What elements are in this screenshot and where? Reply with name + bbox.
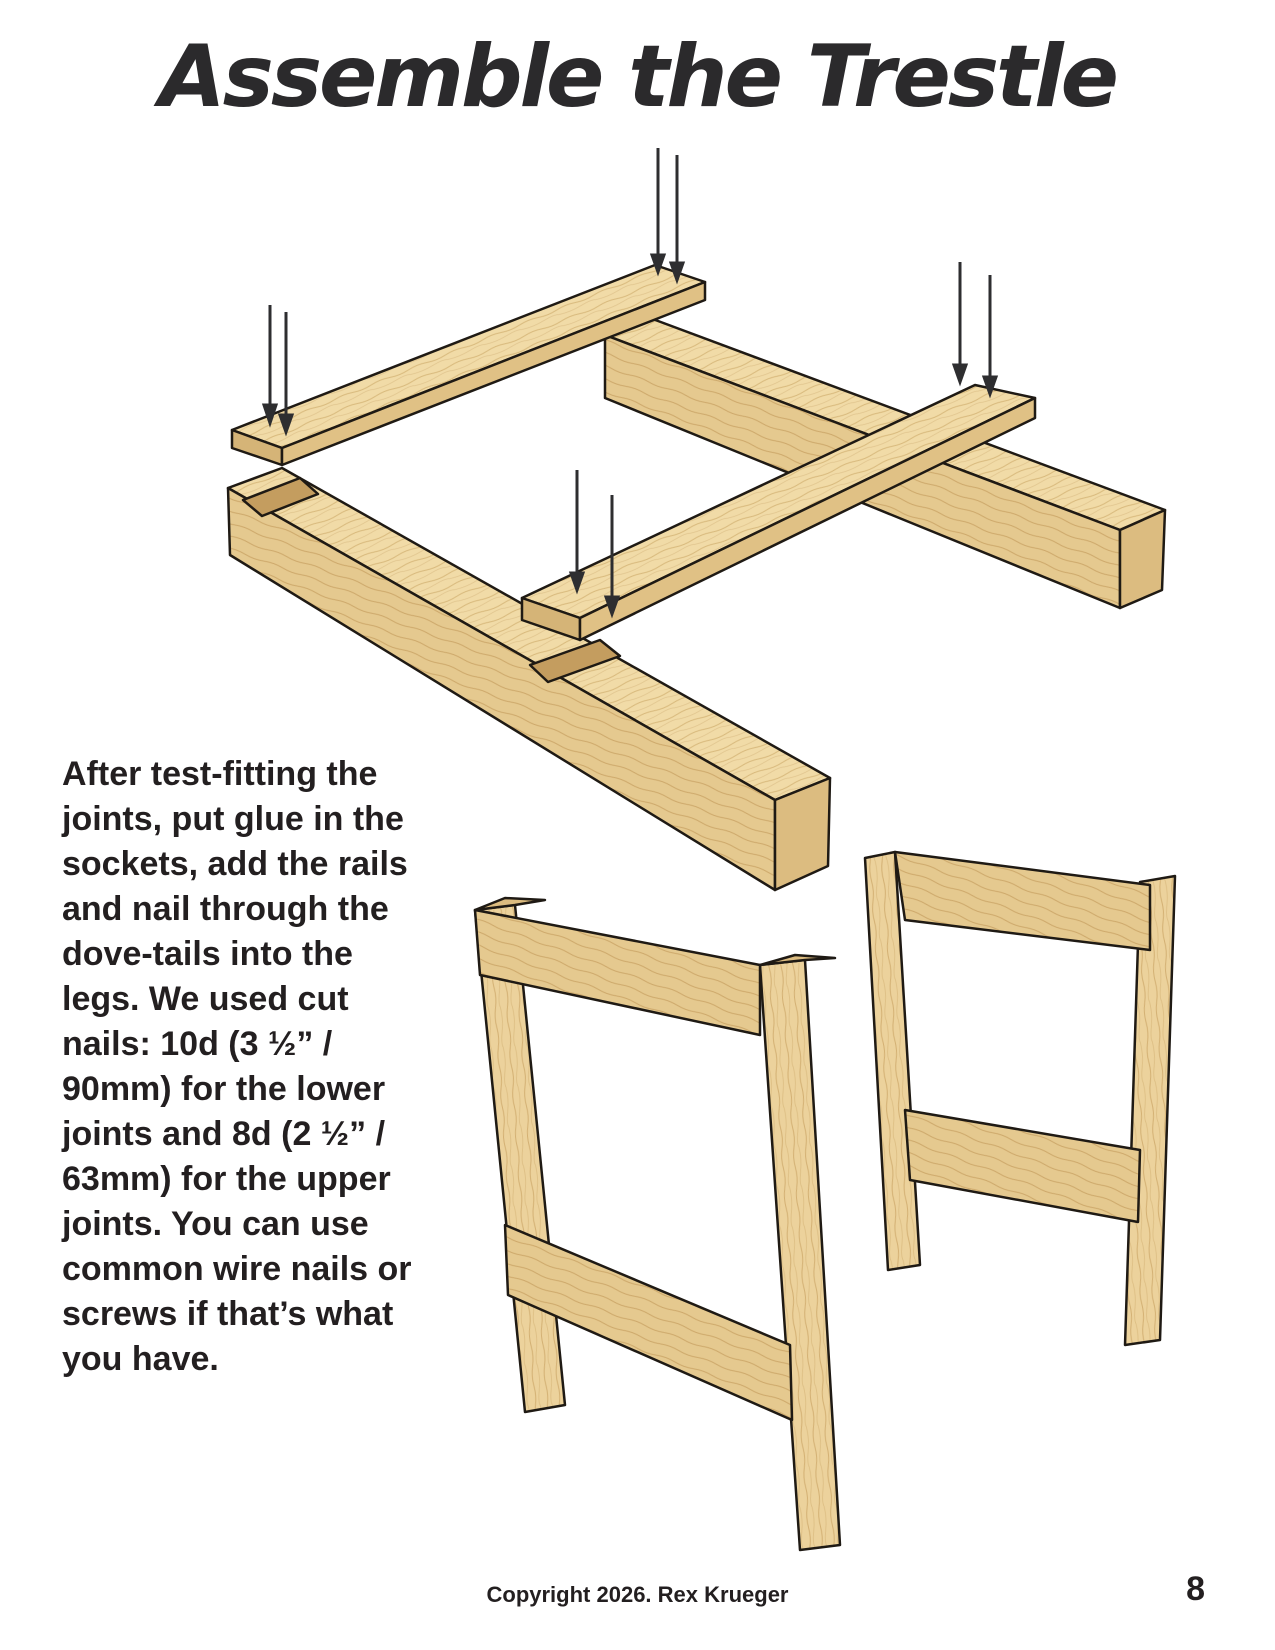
rail-upper-right bbox=[520, 383, 1037, 642]
rail-upper-left bbox=[230, 263, 707, 467]
front-leg-beam bbox=[226, 466, 832, 892]
page-title: Assemble the Trestle bbox=[159, 27, 1119, 127]
nails bbox=[261, 148, 999, 619]
copyright-footer: Copyright 2026. Rex Krueger bbox=[486, 1582, 789, 1607]
instructions-paragraph: After test-fitting the joints, put glue … bbox=[62, 755, 412, 1378]
back-leg-frame bbox=[863, 850, 1177, 1347]
page-number: 8 bbox=[1186, 1570, 1205, 1608]
front-leg-frame bbox=[473, 896, 842, 1552]
